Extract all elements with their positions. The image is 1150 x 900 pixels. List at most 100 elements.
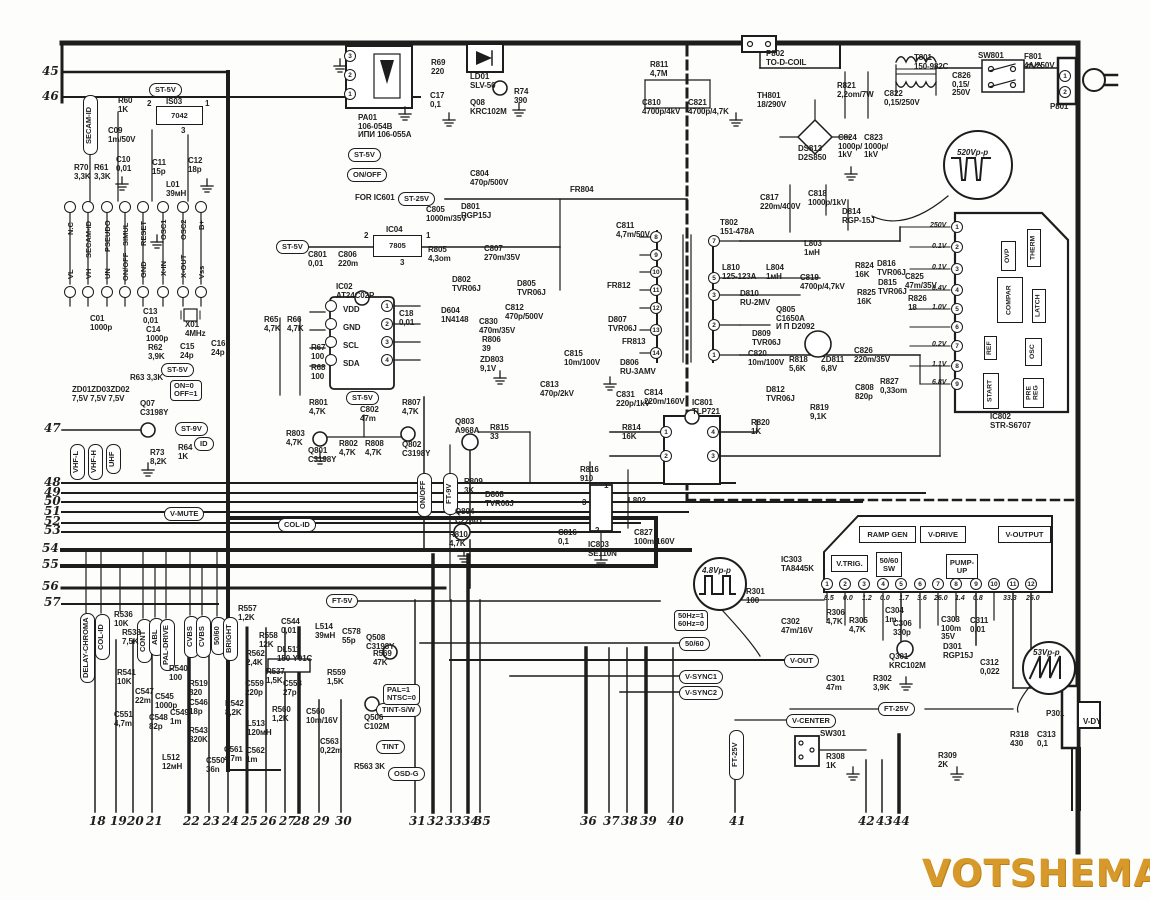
- pin-53: 53: [44, 523, 61, 537]
- pin-55: 55: [42, 557, 59, 571]
- lbl-r821: R821 2,2om/7W: [837, 81, 874, 99]
- pill-v-mute: V-MUTE: [164, 507, 205, 521]
- lbl-c563: C563 0,22m: [320, 737, 343, 755]
- vlbl-vss: Vss: [197, 265, 206, 279]
- note-pal-1: PAL=1 NTSC=0: [383, 684, 420, 705]
- pin-43: 43: [876, 814, 893, 828]
- lbl-c560: C560 10m/16V: [306, 707, 338, 725]
- lbl-r64: R64 1K: [178, 443, 193, 461]
- lbl-c815: C815 10m/100V: [564, 349, 601, 367]
- pin-22: 22: [183, 814, 200, 828]
- lbl-3: 3: [582, 498, 587, 507]
- lbl-c551: C551 4,7m: [114, 710, 133, 728]
- lbl-q803: Q803 A968A: [455, 417, 480, 435]
- cpin-3: 3: [708, 289, 720, 301]
- cpin-11: 11: [1007, 578, 1019, 590]
- lbl-l804: L804 1мН: [766, 263, 784, 281]
- watermark: VOTSHEMA.RU: [922, 852, 1150, 895]
- lbl-r318: R318 430: [1010, 730, 1029, 748]
- lbl-c821: C821 4700p/4,7K: [688, 98, 729, 116]
- lbl-pa01: PA01 106-054B ИПИ 106-055A: [358, 113, 412, 140]
- vlbl-on-off: ON/OFF: [121, 252, 130, 282]
- lbl-c805: C805 1000m/35V: [426, 205, 467, 223]
- lbl-c303: C303 100m 35V: [941, 615, 962, 642]
- vlbl-secam-id: SECAM-ID: [84, 220, 93, 258]
- pill-tint: TINT: [376, 740, 405, 754]
- lbl-p301: P301: [1046, 709, 1065, 718]
- pill-50-60: 50/60: [679, 637, 710, 651]
- pin-18: 18: [89, 814, 106, 828]
- lbl-c16: C16 24p: [211, 339, 226, 357]
- cpin-9: 9: [650, 249, 662, 261]
- lbl-r538: R538 7,5K: [122, 628, 141, 646]
- lbl-r801: R801 4,7K: [309, 398, 328, 416]
- volt-250v: 250V: [930, 222, 947, 229]
- lbl-r66: R66 4,7K: [287, 315, 304, 333]
- cpin-3: 3: [381, 336, 393, 348]
- cpin-338: [137, 286, 149, 298]
- lbl-c806: C806 220m: [338, 250, 359, 268]
- cpin-327: [82, 201, 94, 213]
- lbl-for-ic601: FOR IC601: [355, 193, 395, 202]
- lbl-3: 3: [181, 126, 186, 135]
- pin-46: 46: [42, 89, 59, 103]
- cpin-3: 3: [858, 578, 870, 590]
- vlbl-gnd: GND: [139, 261, 148, 279]
- lbl-r70: R70 3,3K: [74, 163, 91, 181]
- pin-34: 34: [462, 814, 479, 828]
- lbl-r309: R309 2K: [938, 751, 957, 769]
- lbl-r802: R802 4,7K: [339, 439, 358, 457]
- lbl-r827: R827 0,33om: [880, 377, 907, 395]
- lbl-c544: C544 0,01: [281, 617, 300, 635]
- volt-1-0v: 1.0V: [932, 304, 947, 311]
- volt-8-5: 8.5: [824, 595, 834, 602]
- cpin-5: 5: [708, 272, 720, 284]
- blk-ramp-gen: RAMP GEN: [859, 526, 916, 543]
- pin-30: 30: [335, 814, 352, 828]
- volt-0-8: 0.8: [973, 595, 983, 602]
- pill-tint-s-w: TINT-S/W: [376, 703, 421, 717]
- cpin-7: 7: [951, 340, 963, 352]
- cpin-334: [64, 286, 76, 298]
- vpill-secam-id: SECAM-ID: [83, 95, 98, 155]
- lbl-l802: L802: [628, 496, 646, 505]
- lbl-1: 1: [426, 231, 431, 240]
- cpin-4: 4: [877, 578, 889, 590]
- pin-54: 54: [42, 541, 59, 555]
- cpin-336: [101, 286, 113, 298]
- lbl-r543: R543 820K: [189, 726, 208, 744]
- lbl-2: 2: [147, 99, 152, 108]
- blk-7042: 7042: [156, 106, 203, 125]
- vpill-ft-25v: FT-25V: [729, 730, 744, 780]
- cpin-1: 1: [951, 221, 963, 233]
- blk-v-trig-: V.TRIG.: [831, 555, 868, 572]
- pin-24: 24: [222, 814, 239, 828]
- lbl-r562: R562 2,4K: [246, 649, 265, 667]
- note-on-0: ON=0 OFF=1: [170, 380, 202, 401]
- lbl-d801: D801 RGP15J: [461, 202, 492, 220]
- lbl-c311: C311 0,01: [970, 616, 989, 634]
- lbl-r73: R73 8,2K: [150, 448, 167, 466]
- vblk-ovp: OVP: [1001, 241, 1016, 271]
- vlbl-vl: VL: [66, 269, 75, 279]
- volt-6-8v: 6.8V: [932, 379, 947, 386]
- lbl-r808: R808 4,7K: [365, 439, 384, 457]
- lbl-q07: Q07 C3198Y: [140, 399, 169, 417]
- cpin-7: 7: [708, 235, 720, 247]
- lbl-c545: C545 1000p: [155, 692, 178, 710]
- pin-31: 31: [409, 814, 426, 828]
- vblk-therm: THERM: [1027, 229, 1041, 267]
- pin-40: 40: [667, 814, 684, 828]
- lbl-c822: C822 0,15/250V: [884, 89, 920, 107]
- lbl-ld01: LD01 SLV-50: [470, 72, 496, 90]
- lbl-c804: C804 470p/500V: [470, 169, 509, 187]
- lbl-d802: D802 TVR06J: [452, 275, 481, 293]
- vlbl-b-: B+: [197, 220, 206, 230]
- lbl-is03: IS03: [166, 97, 183, 106]
- vblk-latch: LATCH: [1032, 289, 1046, 323]
- volt-0-4v: 0.4V: [932, 285, 947, 292]
- volt-1-2: 1.2: [862, 595, 872, 602]
- cpin-330: [137, 201, 149, 213]
- lbl-c559: C559 220p: [245, 679, 264, 697]
- lbl-c802: C802 47m: [360, 405, 379, 423]
